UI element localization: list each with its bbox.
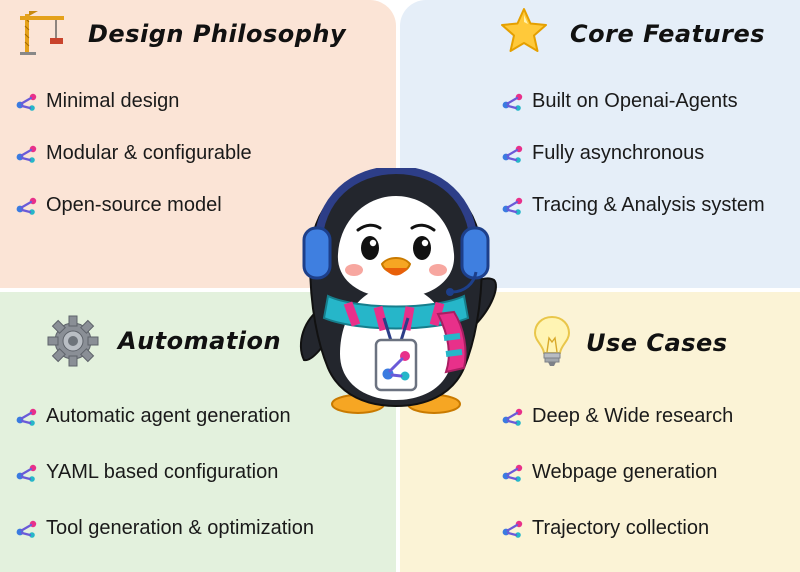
- list-item: Fully asynchronous: [502, 142, 704, 165]
- core-features-title: Core Features: [570, 20, 766, 48]
- list-item: Built on Openai-Agents: [502, 90, 738, 113]
- design-philosophy-title: Design Philosophy: [88, 20, 347, 48]
- crane-icon: [20, 11, 64, 55]
- penguin-mascot-icon: [299, 168, 497, 414]
- bullet-icon: [502, 145, 524, 163]
- bullet-icon: [16, 408, 38, 426]
- list-item: Tool generation & optimization: [16, 517, 314, 540]
- bullet-icon: [502, 464, 524, 482]
- star-icon: [501, 8, 547, 52]
- bullet-icon: [16, 464, 38, 482]
- list-item: Modular & configurable: [16, 142, 252, 165]
- bullet-icon: [502, 408, 524, 426]
- list-item: Minimal design: [16, 90, 179, 113]
- list-item: Trajectory collection: [502, 517, 709, 540]
- bullet-icon: [16, 520, 38, 538]
- list-item: Webpage generation: [502, 461, 717, 484]
- list-item: Tracing & Analysis system: [502, 194, 765, 217]
- bullet-icon: [502, 520, 524, 538]
- use-cases-title: Use Cases: [586, 329, 728, 357]
- automation-title: Automation: [118, 327, 282, 355]
- list-item: YAML based configuration: [16, 461, 278, 484]
- bullet-icon: [502, 197, 524, 215]
- list-item: Deep & Wide research: [502, 405, 733, 428]
- list-item: Open-source model: [16, 194, 222, 217]
- bullet-icon: [502, 93, 524, 111]
- bullet-icon: [16, 145, 38, 163]
- bullet-icon: [16, 197, 38, 215]
- list-item: Automatic agent generation: [16, 405, 291, 428]
- gear-icon: [47, 315, 99, 367]
- lightbulb-icon: [533, 315, 571, 366]
- bullet-icon: [16, 93, 38, 111]
